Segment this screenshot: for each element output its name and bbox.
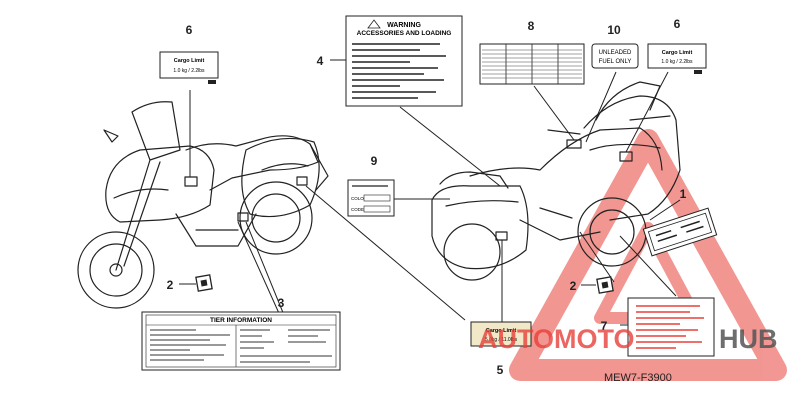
watermark-text-dark: HUB [719,324,778,354]
diagram-code: MEW7-F3900 [604,372,672,384]
small-caution-label-left [195,274,213,292]
emission-info-label [627,297,715,357]
diamond-caution-label [642,207,718,257]
warning-heading: WARNING [387,22,421,29]
cargo-limit-label-left: Cargo Limit 1.0 kg / 2.2lbs [159,51,219,84]
part-number: 4 [317,54,324,68]
color-row-label: COLOR [351,196,368,201]
part-number: 6 [186,23,193,37]
part-number: 2 [570,279,577,293]
cargo-limit-label-right: Cargo Limit 1.0 kg / 2.2lbs [647,43,707,74]
cargo-limit-label-bottom: Cargo Limit 5.0kg / 11.0lbs [470,321,532,347]
color-code-label: COLOR CODE [347,179,395,217]
watermark-text-accent: AUTOMOTO [478,324,635,354]
warning-label: WARNING ACCESSORIES AND LOADING [345,15,463,107]
unleaded-fuel-label: UNLEADED FUEL ONLY [591,43,639,69]
tire-information-label: TIER INFORMATION [141,311,341,371]
fuel-label-line2: FUEL ONLY [599,59,632,65]
cargo-limit-value: 1.0 kg / 2.2lbs [661,59,693,65]
part-number: 10 [607,23,621,37]
part-number: 2 [167,278,174,292]
cargo-limit-value: 1.0 kg / 2.2lbs [173,68,205,74]
watermark-text: AUTOMOTO HUB [478,324,778,354]
small-caution-label-right [596,276,614,294]
part-number: 1 [680,187,687,201]
fuel-label-line1: UNLEADED [599,50,632,56]
part-number: 7 [601,319,608,333]
cargo-limit-title: Cargo Limit [174,58,205,64]
tire-information-heading: TIER INFORMATION [210,317,272,324]
cargo-limit-title: Cargo Limit [486,328,517,334]
code-row-label: CODE [351,207,364,212]
specification-grid-label [479,43,585,85]
motorcycle-left-illustration [77,101,329,309]
cargo-limit-value: 5.0kg / 11.0lbs [485,337,518,343]
part-number: 6 [674,17,681,31]
part-number: 5 [497,363,504,377]
cargo-limit-title: Cargo Limit [662,50,693,56]
motorcycle-right-illustration [431,81,681,281]
part-number: 9 [371,154,378,168]
part-number: 8 [528,19,535,33]
warning-subheading: ACCESSORIES AND LOADING [357,30,452,37]
part-number: 3 [278,296,285,310]
